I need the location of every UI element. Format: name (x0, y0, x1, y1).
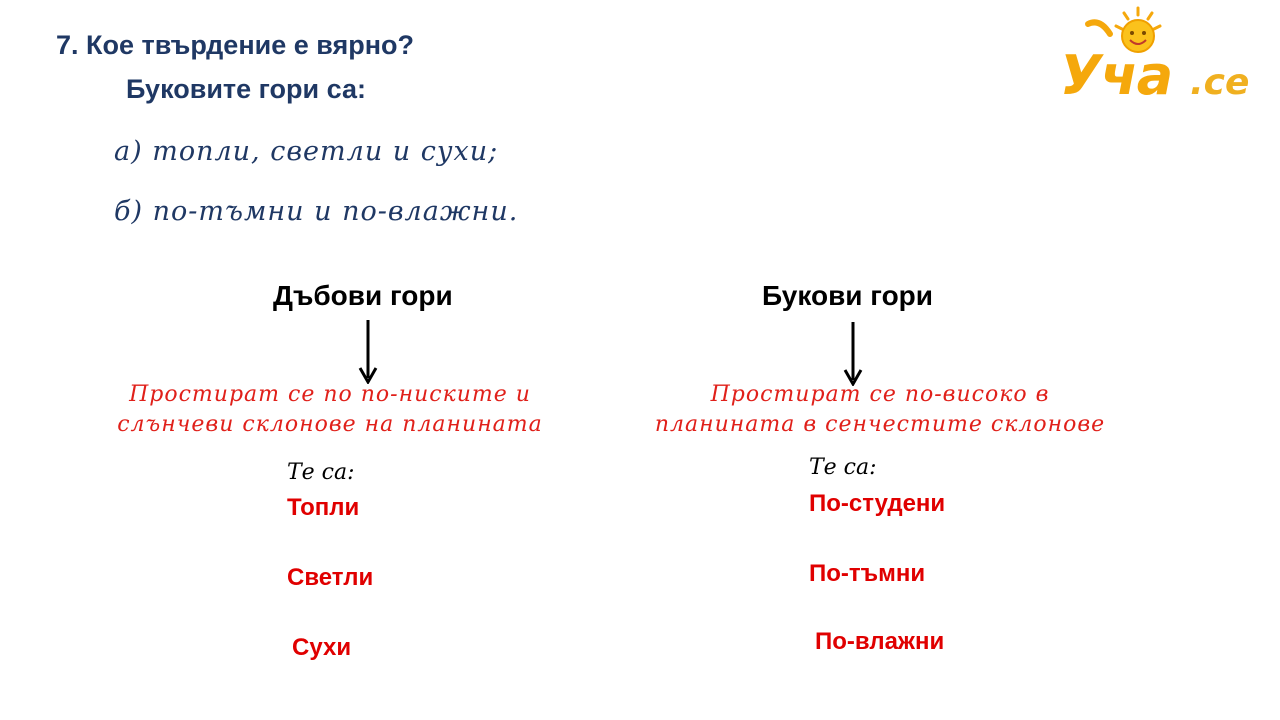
oak-trait: Светли (287, 564, 374, 591)
logo-text: Уча (1060, 44, 1173, 107)
question-title: 7. Кое твърдение е вярно? (56, 30, 415, 60)
they-are-label: Те са: (809, 455, 877, 480)
down-arrow-icon (358, 320, 378, 384)
beech-forests-description: Простират се по-високо в планината в сен… (640, 380, 1120, 440)
description-line: Простират се по по-ниските и (129, 382, 531, 407)
oak-forests-title: Дъбови гори (273, 280, 453, 311)
description-line: слънчеви склонове на планината (117, 412, 543, 437)
question-subtitle: Буковите гори са: (126, 74, 366, 104)
description-line: Простират се по-високо в (710, 382, 1050, 407)
they-are-label: Те са: (287, 460, 355, 485)
beech-trait: По-студени (809, 490, 946, 517)
beech-trait: По-тъмни (809, 560, 926, 587)
beech-forests-title: Букови гори (762, 280, 933, 311)
description-line: планината в сенчестите склонове (654, 412, 1106, 437)
beech-trait: По-влажни (815, 628, 945, 655)
oak-trait: Топли (287, 494, 360, 521)
sun-icon (1085, 6, 1162, 53)
oak-trait: Сухи (292, 634, 352, 661)
oak-forests-description: Простират се по по-ниските и слънчеви ск… (100, 380, 560, 440)
logo-suffix: .се (1190, 62, 1250, 103)
down-arrow-icon (843, 322, 863, 386)
option-b: б) по-тъмни и по-влажни. (114, 196, 519, 227)
ucha-se-logo: Уча .се (1040, 4, 1270, 114)
option-a: а) топли, светли и сухи; (114, 136, 499, 167)
